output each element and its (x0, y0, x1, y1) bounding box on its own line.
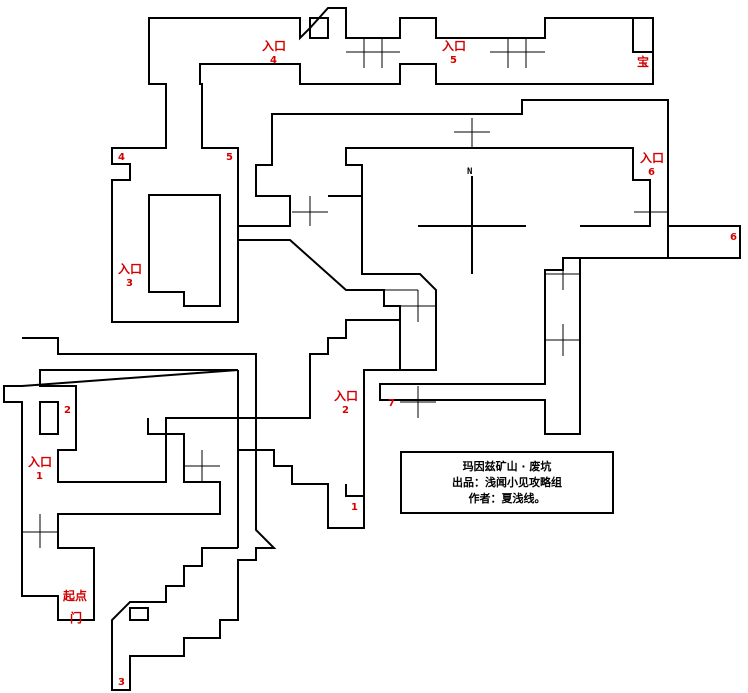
map-author: 作者：夏浅线。 (468, 491, 546, 505)
upper-ring-wall (238, 99, 741, 435)
entrance-4-number: 4 (270, 55, 277, 66)
map-publisher: 出品：浅闻小见攻略组 (452, 475, 562, 489)
entrance-2-number: 2 (342, 405, 349, 416)
upper-ring-inner (328, 147, 651, 227)
exit-3-number: 3 (118, 677, 125, 688)
entrance-6-label: 入口 (640, 151, 665, 165)
center-shaft (237, 196, 437, 371)
map-info-box: 玛因兹矿山 · 废坑 出品：浅闻小见攻略组 作者：夏浅线。 (400, 451, 614, 514)
entrance-5-number: 5 (450, 55, 457, 66)
lower-left-outer (22, 337, 277, 691)
door-label: 门 (70, 611, 83, 625)
entrance-3-label: 入口 (118, 262, 143, 276)
crossings (22, 38, 668, 548)
treasure-label: 宝 (637, 55, 650, 69)
door-1-alcove (345, 484, 364, 497)
entrance-4-label: 入口 (262, 39, 287, 53)
entrance-5-label: 入口 (442, 39, 467, 53)
exit-2-number: 2 (64, 405, 71, 416)
entrance-1-number: 1 (36, 471, 43, 482)
door-2-alcove (39, 401, 59, 435)
compass-icon (418, 176, 526, 274)
exit-4-number: 4 (118, 152, 125, 163)
exit-5-number: 5 (226, 152, 233, 163)
exit-6-number: 6 (730, 232, 737, 243)
top-corridor-wall (111, 7, 654, 323)
exit-3-step (129, 607, 149, 621)
lower-left-inner (3, 369, 239, 621)
left-inner-wall (148, 194, 221, 307)
exit-7-number: 7 (388, 398, 395, 409)
treasure-alcove (632, 18, 653, 53)
exit-1-number: 1 (351, 502, 358, 513)
start-label: 起点 (63, 589, 88, 603)
middle-descent-right (238, 369, 436, 529)
compass-north-label: N (467, 167, 473, 177)
map-title: 玛因兹矿山 · 废坑 (462, 459, 552, 473)
entrance-1-label: 入口 (28, 455, 53, 469)
middle-descent-wall (147, 319, 400, 435)
entrance-6-number: 6 (648, 167, 655, 178)
entrance-2-label: 入口 (334, 389, 359, 403)
entrance-3-number: 3 (126, 278, 133, 289)
